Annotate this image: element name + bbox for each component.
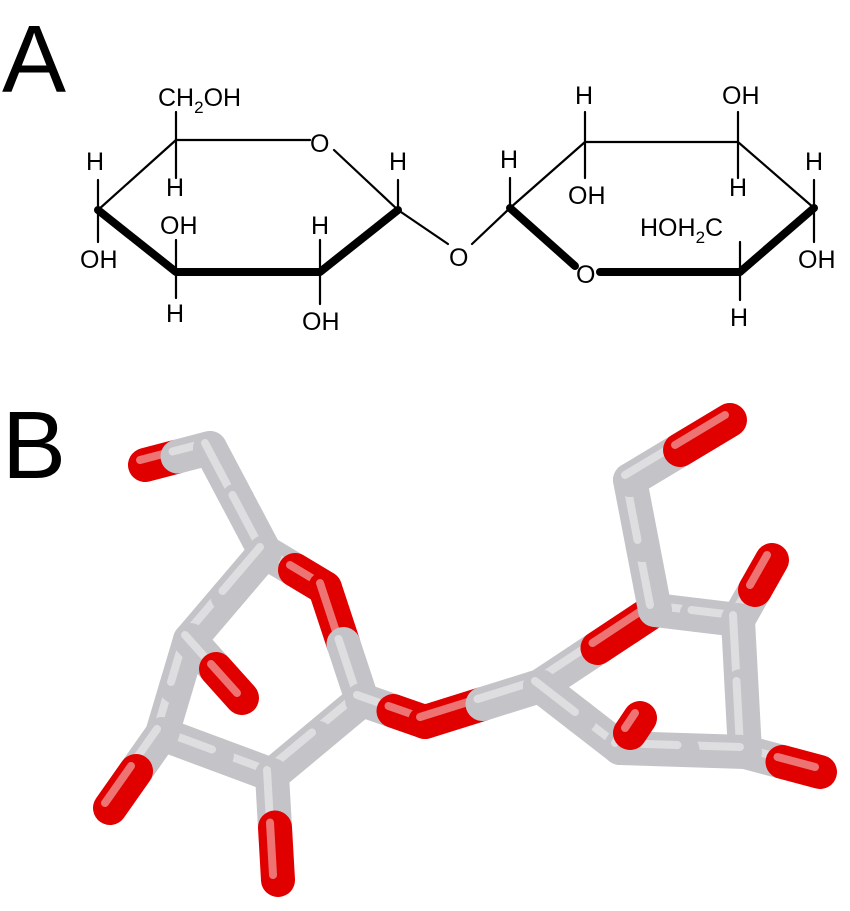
c3-h-label: H [166, 300, 184, 328]
stick-highlight-10-1 [266, 818, 277, 879]
c3p-oh-label: OH [722, 82, 760, 110]
c3p-h-label: H [729, 174, 747, 202]
panel-a-label: A [2, 6, 66, 113]
panel-a: A [2, 6, 836, 336]
stick-highlight-7-1 [218, 543, 264, 595]
ch2oh-label: CH2OH [158, 84, 241, 117]
c2-oh-label: OH [302, 308, 340, 336]
c2-h-label: H [311, 212, 329, 240]
haworth-structure: CH2OH O H OH H OH H H OH H O H H OH OH H… [80, 82, 836, 336]
stick-model-3d [93, 403, 837, 897]
stick-bond-8-1 [199, 652, 259, 715]
glycosidic-oxygen-label: O [449, 244, 468, 272]
c1-h-label: H [389, 148, 407, 176]
c5-h-label: H [86, 148, 104, 176]
c5-h-down-label: H [166, 174, 184, 202]
stick-bond-19-1 [765, 745, 837, 789]
stick-highlight-16-1 [671, 411, 729, 449]
c4p-oh-label: OH [798, 246, 836, 274]
c3-oh-label: OH [160, 212, 198, 240]
c2p-oh-label: OH [568, 182, 606, 210]
stick-bond-10-1 [258, 810, 295, 897]
stick-bond-7-1 [210, 535, 282, 613]
ring2-oxygen-label: O [576, 261, 595, 289]
stick-bond-21-1 [523, 669, 597, 734]
c2p-h-label: H [575, 82, 593, 110]
c1p-h-label: H [500, 146, 518, 174]
stick-bond-17-1 [738, 543, 789, 607]
panel-b: B [2, 392, 837, 897]
panel-b-label: B [2, 392, 66, 499]
stick-bond-16-1 [663, 403, 747, 467]
stick-bond-22-1 [613, 701, 657, 750]
stick-bond-9-1 [93, 754, 153, 825]
stick-highlight-22-1 [621, 709, 639, 732]
stick-highlight-17-1 [746, 551, 771, 589]
stick-highlight-9-1 [101, 762, 135, 807]
c4-oh-label: OH [80, 246, 118, 274]
c5p-h-label: H [730, 304, 748, 332]
stick-highlight-8-1 [207, 660, 241, 697]
stick-highlight-21-1 [531, 677, 579, 716]
hoh2c-label: HOH2C [640, 214, 723, 247]
stick-highlight-19-1 [773, 753, 819, 771]
c4p-h-label: H [805, 148, 823, 176]
ring1-oxygen-label: O [310, 130, 329, 158]
